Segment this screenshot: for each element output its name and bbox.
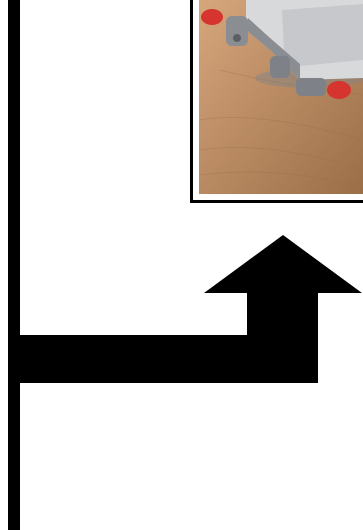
brick-button — [318, 30, 348, 40]
connector-hole — [233, 34, 241, 42]
wheel-right — [296, 78, 326, 96]
photo-panel — [190, 0, 363, 203]
red-axle-right — [327, 81, 351, 99]
robot-brick-photo — [199, 0, 363, 194]
red-axle-left — [201, 9, 223, 25]
wheel-left — [270, 56, 290, 78]
